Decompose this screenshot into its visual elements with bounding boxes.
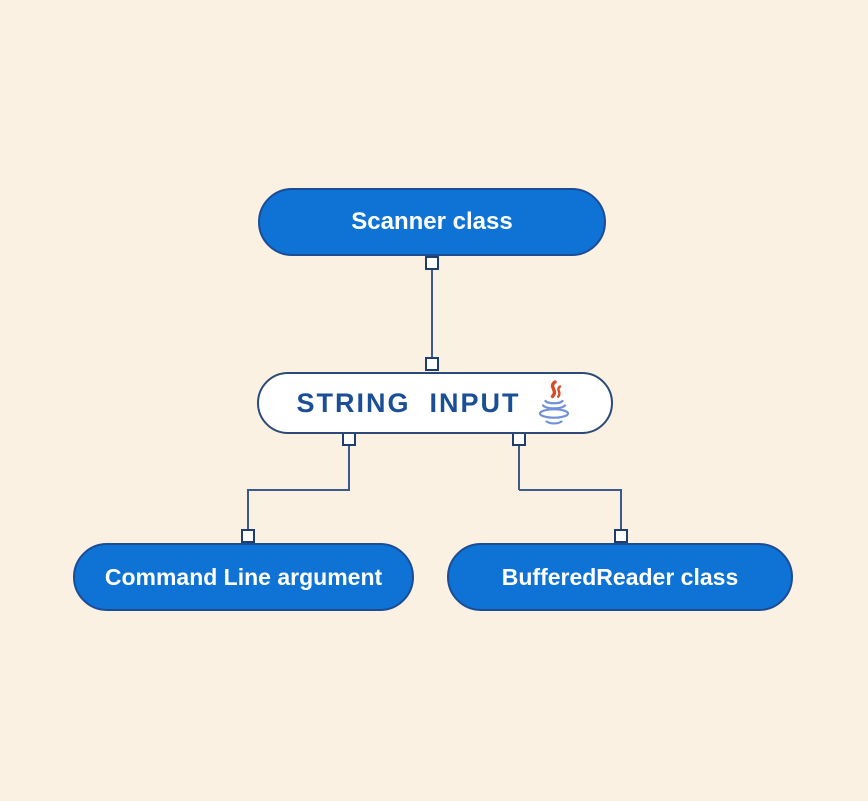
edge-stringinput-left-vertical-lower — [247, 489, 249, 530]
port-bufferedreader-top — [614, 529, 628, 543]
edge-stringinput-right-vertical-lower — [620, 489, 622, 530]
command-line-argument-node: Command Line argument — [73, 543, 414, 611]
port-stringinput-bottom-left — [342, 432, 356, 446]
java-icon — [538, 380, 569, 425]
edge-stringinput-right-horizontal — [519, 489, 622, 491]
port-scanner-bottom — [425, 256, 439, 270]
string-input-label: STRING INPUT — [296, 387, 521, 418]
port-stringinput-top — [425, 357, 439, 371]
scanner-class-label: Scanner class — [351, 208, 513, 235]
command-line-argument-label: Command Line argument — [104, 563, 383, 590]
edge-scanner-to-stringinput — [431, 263, 433, 363]
bufferedreader-class-label: BufferedReader class — [501, 563, 739, 590]
string-input-node: STRING INPUT — [257, 372, 613, 434]
scanner-class-node: Scanner class — [258, 188, 606, 256]
edge-stringinput-left-vertical-upper — [348, 444, 350, 490]
edge-stringinput-right-vertical-upper — [518, 444, 520, 490]
port-stringinput-bottom-right — [512, 432, 526, 446]
bufferedreader-class-node: BufferedReader class — [447, 543, 793, 611]
edge-stringinput-left-horizontal — [247, 489, 350, 491]
port-commandline-top — [241, 529, 255, 543]
